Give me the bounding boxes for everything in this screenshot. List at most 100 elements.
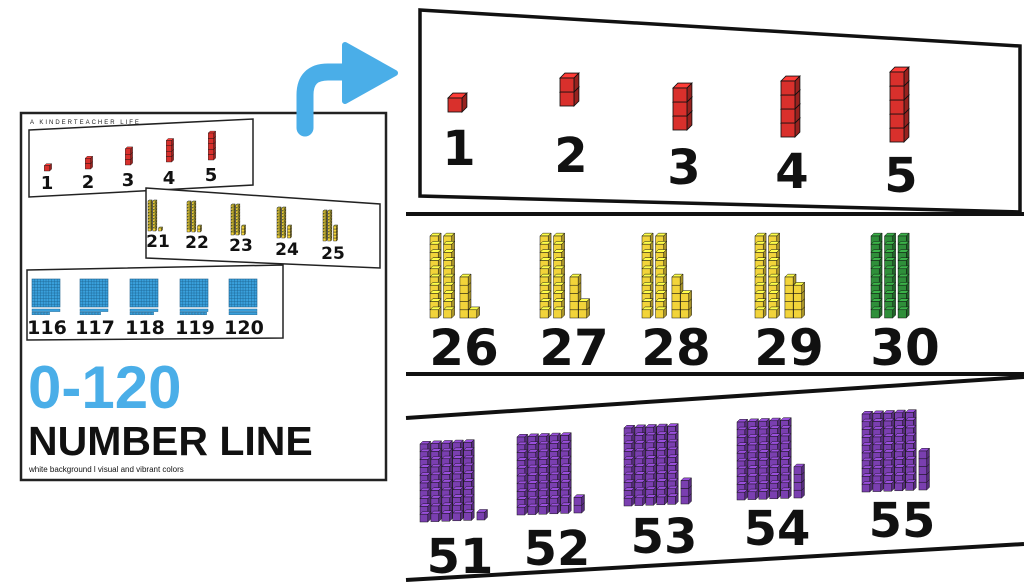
ten-rod [872,410,885,493]
unit-cube [747,465,760,477]
preview-label-3: 3 [122,170,135,191]
ten-rod [667,423,679,505]
unit-cube [135,312,139,316]
unit-cube [539,306,552,319]
unit-cube [429,306,442,319]
unit-cube [188,312,192,316]
unit-cube [79,312,83,316]
unit-cube [861,480,874,493]
unit-cube [769,487,781,500]
preview-label-25: 25 [321,244,345,264]
unit-cube [656,493,668,506]
number-label-53: 53 [631,509,698,565]
unit-cube [150,312,154,316]
ten-rod [281,206,287,239]
ten-rod [129,308,159,312]
unit-cube [558,72,580,94]
unit-cube [446,92,468,114]
number-cell-5: 5 [884,66,918,204]
unit-cube [516,503,529,516]
unit-cube [784,273,797,286]
ten-rod [452,439,464,522]
preview-cell-4: 4 [163,138,175,189]
unit-cube [767,265,781,278]
unit-cube [527,433,540,445]
unit-cube [419,487,432,500]
number-cell-27: 27 [539,232,609,377]
unit-cube [84,155,94,165]
unit-cube [281,233,287,239]
unit-cube [165,138,175,147]
ten-rod [769,417,781,500]
number-cell-53: 53 [623,423,698,565]
number-label-1: 1 [442,121,475,177]
preview-brand: A KINDERTEACHER LIFE [30,120,141,126]
number-label-54: 54 [744,501,811,557]
unit-cube [322,236,328,242]
preview-cell-117: 117 [75,278,115,339]
unit-cube [527,503,540,516]
ten-rod [228,312,258,316]
preview-title-line2: NUMBER LINE [28,418,313,464]
unit-cube [179,312,183,316]
ten-rod [419,440,432,523]
unit-cube [679,289,693,303]
unit-cube [138,312,142,316]
ten-rod [656,423,668,506]
unit-cube [37,312,41,316]
unit-cube [888,66,910,88]
ten-rod [883,232,897,319]
ten-rod [641,232,654,319]
unit-cube [429,265,442,278]
unit-cube [132,312,136,316]
unit-cube [207,130,217,139]
preview-label-23: 23 [229,236,253,256]
curved-arrow-right-icon [296,42,398,137]
ten-rod [747,418,760,501]
number-label-2: 2 [554,128,587,184]
unit-cube [203,312,207,316]
unit-cube [539,273,552,286]
unit-cube [623,494,636,507]
number-label-3: 3 [667,140,700,196]
unit-cube [870,248,883,262]
unit-cube [194,312,198,316]
ten-rod [322,209,328,242]
ten-rod [549,432,561,515]
preview-label-119: 119 [175,317,215,339]
unit-cube [144,312,148,316]
unit-cube [419,510,432,523]
number-label-4: 4 [775,144,808,200]
unit-cube [327,236,333,242]
preview-cell-120: 120 [224,278,264,339]
unit-cube [197,224,203,230]
unit-cube [793,463,806,476]
unit-cube [549,502,561,515]
unit-cube [230,230,236,236]
preview-cell-24: 24 [275,206,299,260]
ten-rod [228,308,258,312]
unit-cube [200,312,204,316]
number-label-26: 26 [429,319,499,377]
ten-rod [235,203,241,236]
strip-purple-top-border [405,375,1024,420]
unit-cube [894,471,906,484]
preview-strip-2-border [145,187,381,269]
ten-rod [527,433,540,516]
unit-cube [281,221,287,227]
unit-cube [43,312,47,316]
unit-cube [883,480,895,492]
unit-cube [569,273,582,286]
unit-cube [287,224,293,230]
ten-rod [754,232,767,319]
unit-cube [459,273,472,286]
unit-cube [476,508,489,521]
number-label-27: 27 [539,319,609,377]
unit-cube [147,226,153,232]
ten-rod [430,440,443,523]
unit-cube [552,248,566,262]
number-cell-29: 29 [754,232,824,377]
unit-cube [645,470,657,483]
